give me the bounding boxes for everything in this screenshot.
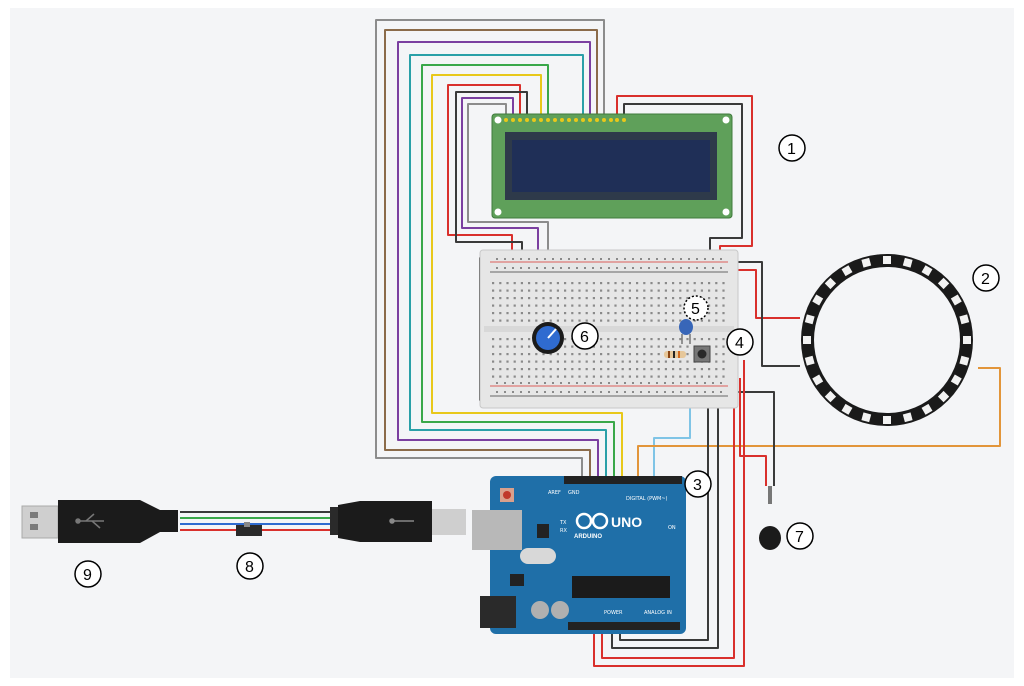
svg-text:4: 4 [735, 335, 744, 352]
wire-purple-lcd [397, 41, 599, 478]
neopixel-led [950, 374, 962, 386]
arduino-gnd-label: GND [568, 490, 580, 496]
svg-text:9: 9 [83, 567, 92, 584]
arduino-uno: ARDUINO UNO DIGITAL (PWM~) POWER ANALOG … [472, 476, 686, 634]
arduino-analog-label: ANALOG IN [644, 610, 672, 616]
svg-text:5: 5 [691, 301, 700, 318]
svg-text:1: 1 [787, 141, 796, 158]
arduino-logo [575, 512, 609, 530]
neopixel-led [883, 256, 891, 264]
wire-red-lcd-bb [447, 84, 521, 262]
neopixel-led [883, 416, 891, 424]
neopixel-led [959, 355, 970, 366]
neopixel-led [812, 294, 824, 306]
neopixel-leds [803, 256, 971, 424]
wire-black-ring [722, 261, 800, 367]
neopixel-led [950, 294, 962, 306]
svg-text:2: 2 [981, 271, 990, 288]
wire-purple-lcd-bb [461, 97, 539, 262]
wire-black-lcd-right [623, 103, 743, 262]
neopixel-led [937, 390, 950, 403]
arduino-rx-label: RX [560, 528, 567, 534]
callout-5: 5 [683, 295, 709, 321]
svg-text:6: 6 [580, 329, 589, 346]
usb-b-plug [330, 501, 466, 542]
neopixel-led [937, 277, 950, 290]
neopixel-led [841, 265, 853, 277]
arduino-power-label: POWER [604, 610, 623, 616]
resistor [664, 351, 686, 358]
wire-red-ring [730, 269, 800, 319]
neopixel-led [902, 257, 913, 268]
neopixel-ring [801, 254, 973, 426]
neopixel-led [804, 355, 815, 366]
wire-red-mic [739, 378, 767, 486]
neopixel-led [861, 257, 872, 268]
lcd-mount-hole [494, 116, 502, 124]
neopixel-led [812, 374, 824, 386]
wire-gray-lcd [375, 19, 605, 478]
callout-7: 7 [786, 522, 814, 550]
lcd-mount-hole [722, 208, 730, 216]
wire-black-lcd-bb [455, 91, 528, 262]
wire-orange-ring [637, 367, 1001, 478]
wire-gray-lcd-bb [467, 103, 549, 262]
neopixel-led [841, 403, 853, 415]
capacitor [679, 319, 693, 344]
svg-text:7: 7 [795, 529, 804, 546]
microphone [759, 486, 781, 550]
arduino-aref-label: AREF [548, 490, 561, 496]
neopixel-led [803, 336, 811, 344]
neopixel-led [824, 390, 837, 403]
svg-text:3: 3 [693, 477, 702, 494]
callout-4: 4 [726, 328, 754, 356]
usb-a-plug [21, 500, 178, 543]
wire-green-lcd [421, 64, 615, 478]
callout-9: 9 [74, 560, 102, 588]
wire-brown-lcd [384, 29, 598, 478]
neopixel-led [921, 403, 933, 415]
svg-text:8: 8 [245, 559, 254, 576]
callout-1: 1 [778, 134, 806, 162]
wire-black-gnd-bottom [611, 396, 719, 649]
breadboard [479, 249, 739, 409]
pushbutton [693, 345, 711, 363]
callout-6: 6 [571, 322, 599, 350]
usb-switch [236, 522, 262, 536]
usb-cable-wires [180, 511, 330, 531]
arduino-model-text: UNO [611, 514, 642, 530]
neopixel-led [902, 412, 913, 423]
wire-red-power-bottom [593, 360, 745, 667]
lcd-display [491, 113, 733, 219]
lcd-screen [512, 140, 710, 192]
lcd-mount-hole [722, 116, 730, 124]
arduino-on-label: ON [668, 525, 676, 531]
lcd-mount-hole [494, 208, 502, 216]
neopixel-led [963, 336, 971, 344]
callout-8: 8 [236, 552, 264, 580]
neopixel-led [824, 277, 837, 290]
neopixel-led [804, 314, 815, 325]
neopixel-led [861, 412, 872, 423]
potentiometer [532, 322, 564, 354]
wire-red-power-bottom2 [601, 396, 735, 659]
arduino-digital-label: DIGITAL (PWM~) [626, 496, 668, 502]
lcd-pins [504, 118, 626, 122]
breadboard-holes [492, 258, 725, 393]
neopixel-led [959, 314, 970, 325]
callout-3: 3 [684, 470, 712, 498]
arduino-brand-text: ARDUINO [574, 534, 602, 540]
wire-teal-lcd [409, 54, 607, 478]
wires [375, 19, 1001, 667]
wire-red-lcd-right [616, 95, 753, 262]
wire-yellow-lcd [431, 74, 623, 478]
arduino-tx-label: TX [559, 520, 567, 526]
callout-2: 2 [972, 264, 1000, 292]
neopixel-led [921, 265, 933, 277]
